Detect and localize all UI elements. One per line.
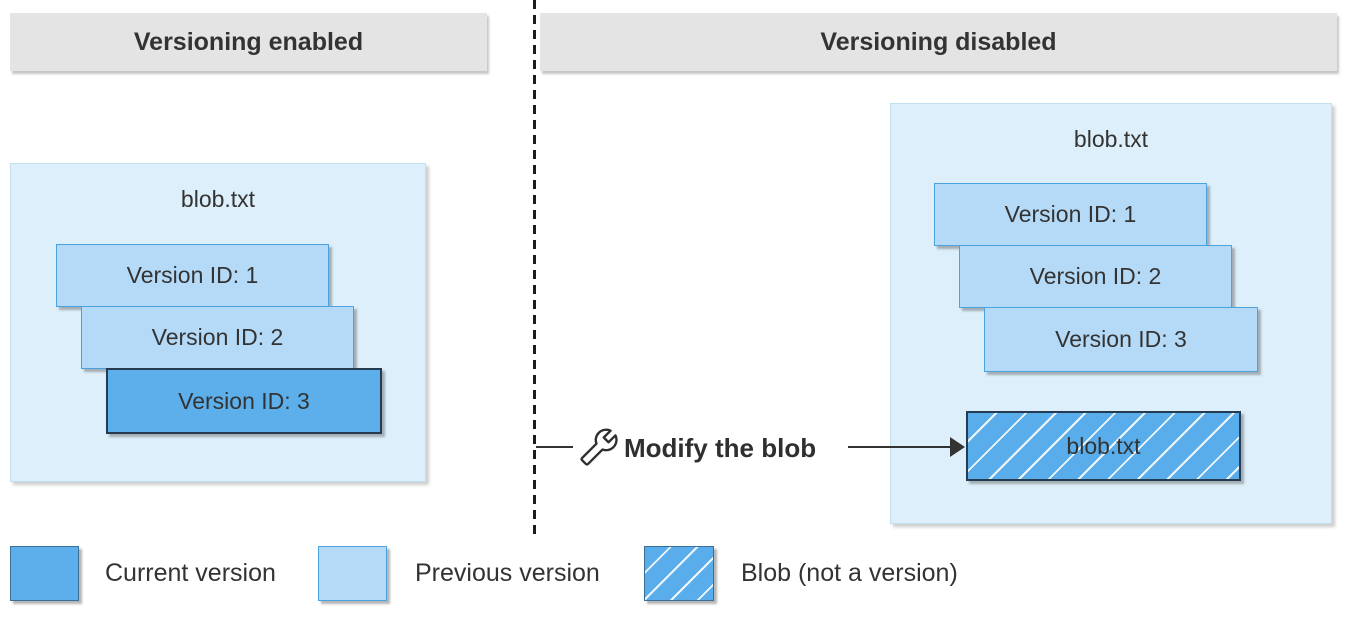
connector-stub-line bbox=[536, 446, 573, 448]
version-box-2: Version ID: 2 bbox=[959, 245, 1232, 308]
dashed-divider bbox=[533, 0, 536, 537]
version-box-2: Version ID: 2 bbox=[81, 306, 354, 369]
blob-title: blob.txt bbox=[1073, 126, 1149, 152]
version-box-3-current: Version ID: 3 bbox=[106, 368, 382, 434]
legend-label-previous-version: Previous version bbox=[415, 559, 600, 587]
legend-label-current-version: Current version bbox=[105, 559, 276, 587]
header-versioning-disabled: Versioning disabled bbox=[540, 13, 1337, 71]
modify-the-blob-label: Modify the blob bbox=[624, 433, 817, 463]
blob-title: blob.txt bbox=[180, 186, 256, 212]
legend-swatch-blob-not-a-version bbox=[644, 546, 714, 601]
version-box-3: Version ID: 3 bbox=[984, 307, 1258, 372]
version-box-1: Version ID: 1 bbox=[934, 183, 1207, 246]
arrow-head-icon bbox=[950, 437, 965, 457]
legend-swatch-current-version bbox=[10, 546, 79, 601]
version-box-1: Version ID: 1 bbox=[56, 244, 329, 307]
header-versioning-enabled: Versioning enabled bbox=[10, 13, 487, 71]
legend-label-blob-not-a-version: Blob (not a version) bbox=[741, 559, 958, 587]
wrench-icon bbox=[580, 426, 618, 468]
arrow-line bbox=[848, 446, 951, 448]
enabled-blob-container: blob.txt Version ID: 1 Version ID: 2 Ver… bbox=[10, 163, 426, 482]
disabled-blob-container: blob.txt Version ID: 1 Version ID: 2 Ver… bbox=[890, 103, 1332, 524]
blob-not-a-version-box: blob.txt bbox=[966, 411, 1241, 481]
legend-swatch-previous-version bbox=[318, 546, 387, 601]
